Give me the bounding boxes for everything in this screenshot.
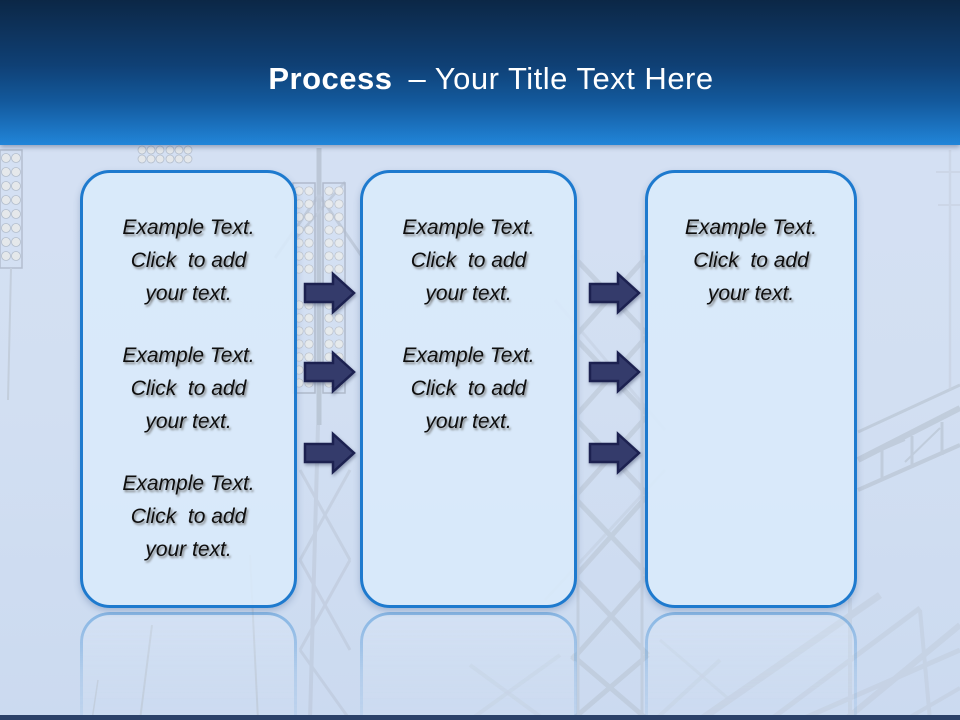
- placeholder-line: Example Text.: [122, 216, 255, 239]
- right-block-arrow-icon: [588, 350, 641, 394]
- placeholder-line: your text.: [145, 410, 232, 433]
- text-placeholder[interactable]: Example Text. Click to add your text.: [363, 211, 574, 310]
- box-reflection: [645, 612, 857, 720]
- right-block-arrow-icon: [588, 271, 641, 315]
- text-placeholder[interactable]: Example Text. Click to add your text.: [648, 211, 854, 310]
- process-box-1[interactable]: Example Text. Click to add your text. Ex…: [80, 170, 297, 608]
- right-block-arrow-icon: [303, 431, 356, 475]
- floodlight-left-icon: [0, 149, 23, 401]
- placeholder-line: your text.: [707, 282, 795, 305]
- box-reflection: [80, 612, 297, 720]
- bottom-edge-bar: [0, 715, 960, 720]
- placeholder-line: Click to add: [410, 249, 527, 272]
- text-placeholder[interactable]: Example Text. Click to add your text.: [363, 339, 574, 438]
- placeholder-line: Example Text.: [402, 216, 535, 239]
- placeholder-line: Example Text.: [684, 216, 818, 239]
- title-subtitle: – Your Title Text Here: [408, 60, 714, 96]
- page-title[interactable]: Process – Your Title Text Here: [268, 61, 713, 97]
- placeholder-line: Click to add: [130, 249, 247, 272]
- floodlight-top-icon: [137, 145, 193, 164]
- right-block-arrow-icon: [588, 431, 641, 475]
- process-box-2[interactable]: Example Text. Click to add your text. Ex…: [360, 170, 577, 608]
- placeholder-line: Example Text.: [122, 344, 255, 367]
- process-box-3[interactable]: Example Text. Click to add your text.: [645, 170, 857, 608]
- box-reflection: [360, 612, 577, 720]
- pylon-lattice-bottom-icon: [468, 592, 960, 720]
- mast-right-icon: [936, 150, 960, 390]
- placeholder-line: your text.: [145, 538, 232, 561]
- text-placeholder[interactable]: Example Text. Click to add your text.: [83, 339, 294, 438]
- title-keyword: Process: [268, 60, 393, 96]
- placeholder-line: Example Text.: [122, 472, 255, 495]
- placeholder-line: Click to add: [130, 377, 247, 400]
- placeholder-line: your text.: [425, 282, 512, 305]
- text-placeholder[interactable]: Example Text. Click to add your text.: [83, 467, 294, 566]
- right-block-arrow-icon: [303, 350, 356, 394]
- right-block-arrow-icon: [303, 271, 356, 315]
- placeholder-line: Click to add: [410, 377, 527, 400]
- placeholder-line: Example Text.: [402, 344, 535, 367]
- pylon-arm-right-icon: [856, 383, 960, 492]
- text-placeholder[interactable]: Example Text. Click to add your text.: [83, 211, 294, 310]
- slide-header: Process – Your Title Text Here: [0, 0, 960, 145]
- placeholder-line: your text.: [425, 410, 512, 433]
- placeholder-line: Click to add: [130, 505, 247, 528]
- placeholder-line: your text.: [145, 282, 232, 305]
- placeholder-line: Click to add: [693, 249, 809, 272]
